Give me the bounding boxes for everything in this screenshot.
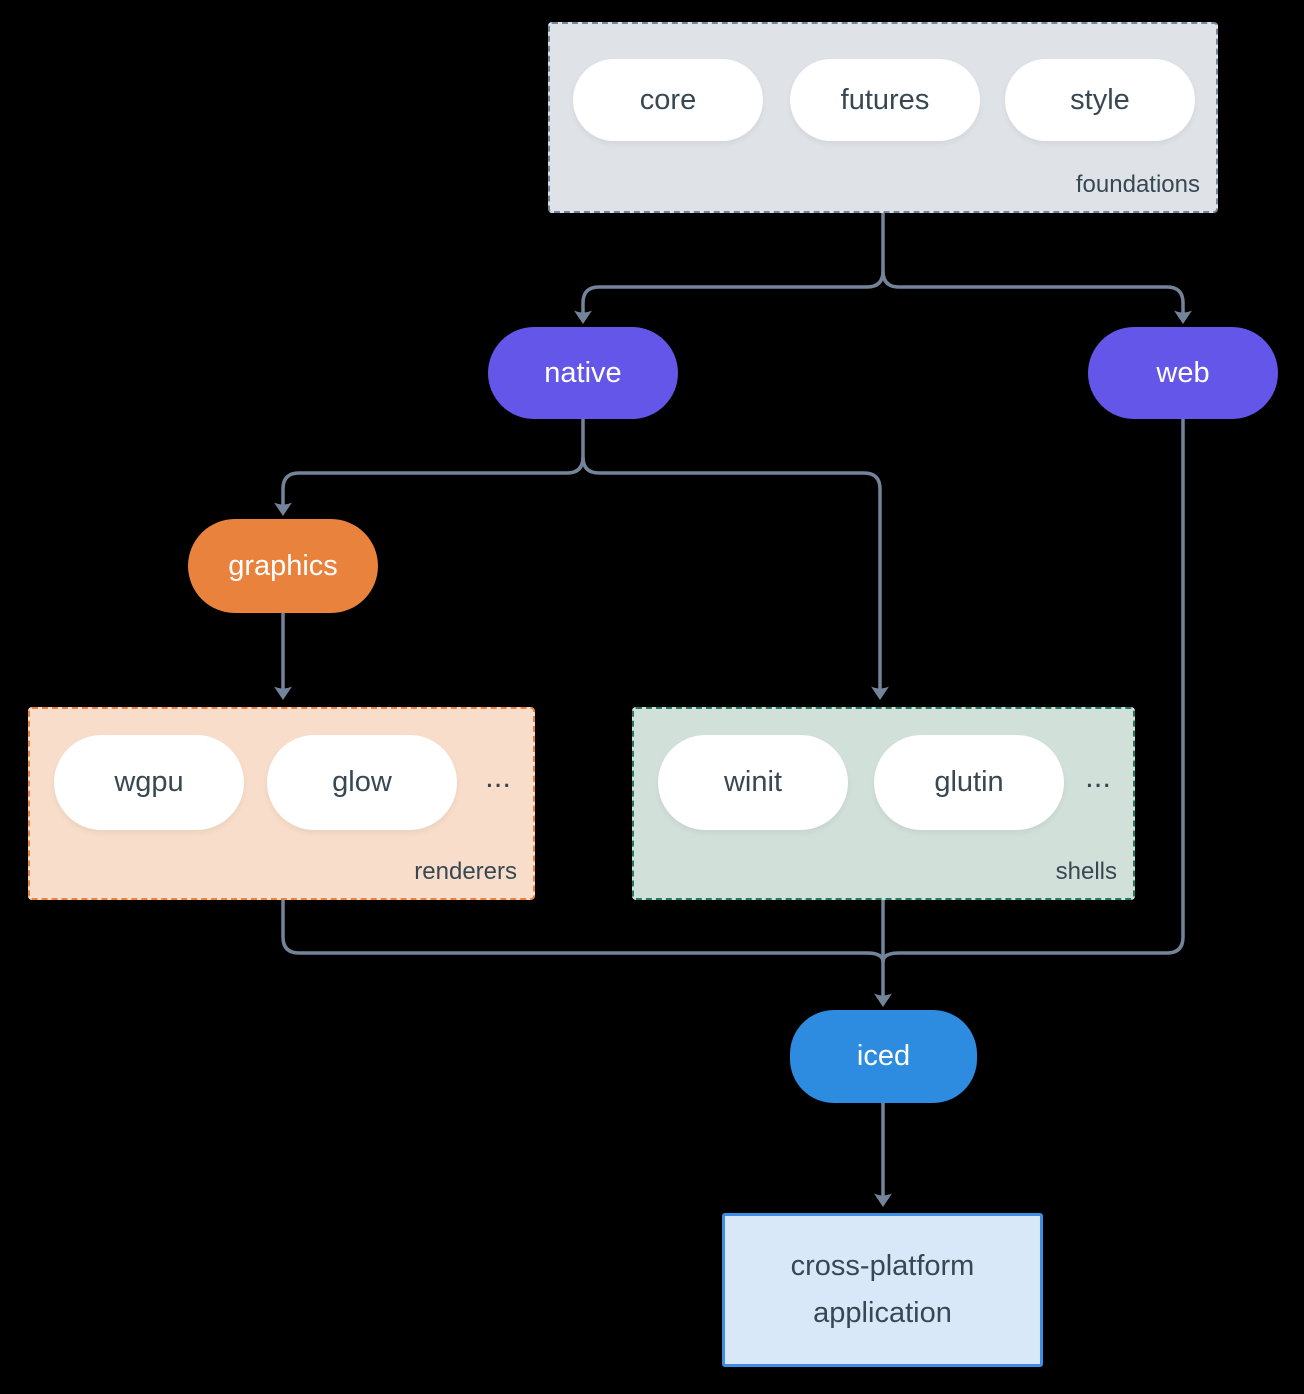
node-futures-label: futures — [840, 83, 930, 116]
edge-native-graphics — [281, 419, 585, 506]
node-application: cross-platform application — [722, 1213, 1043, 1367]
node-core-label: core — [639, 83, 697, 116]
node-iced: iced — [790, 1010, 977, 1103]
node-wgpu-label: wgpu — [114, 766, 184, 798]
node-web-label: web — [1156, 356, 1210, 389]
edge-foundations-native — [581, 213, 885, 314]
arrowhead-shells — [871, 686, 889, 700]
arrowhead-native — [574, 310, 592, 324]
arrowhead-graphics — [274, 502, 292, 516]
node-application-label: cross-platform application — [790, 1250, 975, 1329]
node-native: native — [488, 327, 678, 419]
node-winit-label: winit — [723, 766, 782, 798]
node-glow-label: glow — [332, 766, 392, 798]
shells-group-label: shells — [1055, 858, 1117, 885]
node-winit: winit — [658, 735, 848, 830]
renderers-group-label: renderers — [414, 858, 517, 885]
renderers-group: wgpu glow ... renderers — [28, 707, 535, 900]
shells-ellipsis: ... — [1085, 759, 1111, 794]
node-graphics: graphics — [188, 519, 378, 613]
renderers-ellipsis: ... — [485, 759, 511, 794]
foundations-group: core futures style foundations — [548, 22, 1218, 213]
edge-native-shells — [581, 456, 882, 690]
node-futures: futures — [790, 59, 980, 141]
node-glutin: glutin — [874, 735, 1064, 830]
node-web: web — [1088, 327, 1278, 419]
foundations-group-label: foundations — [1075, 171, 1200, 198]
node-iced-label: iced — [856, 1040, 911, 1072]
node-core: core — [573, 59, 763, 141]
node-glutin-label: glutin — [934, 766, 1004, 798]
shells-group: winit glutin ... shells — [632, 707, 1135, 900]
node-style-label: style — [1070, 83, 1130, 116]
node-glow: glow — [267, 735, 457, 830]
node-graphics-label: graphics — [228, 549, 338, 582]
arrowhead-application — [874, 1193, 892, 1207]
edge-web-iced — [881, 419, 1185, 963]
node-wgpu: wgpu — [54, 735, 244, 830]
node-native-label: native — [544, 356, 622, 389]
arrowhead-renderers — [274, 686, 292, 700]
arrowhead-iced — [874, 993, 892, 1007]
edge-renderers-iced — [281, 900, 885, 963]
arrowhead-web — [1174, 310, 1192, 324]
edge-foundations-web — [881, 270, 1185, 314]
node-style: style — [1005, 59, 1195, 141]
